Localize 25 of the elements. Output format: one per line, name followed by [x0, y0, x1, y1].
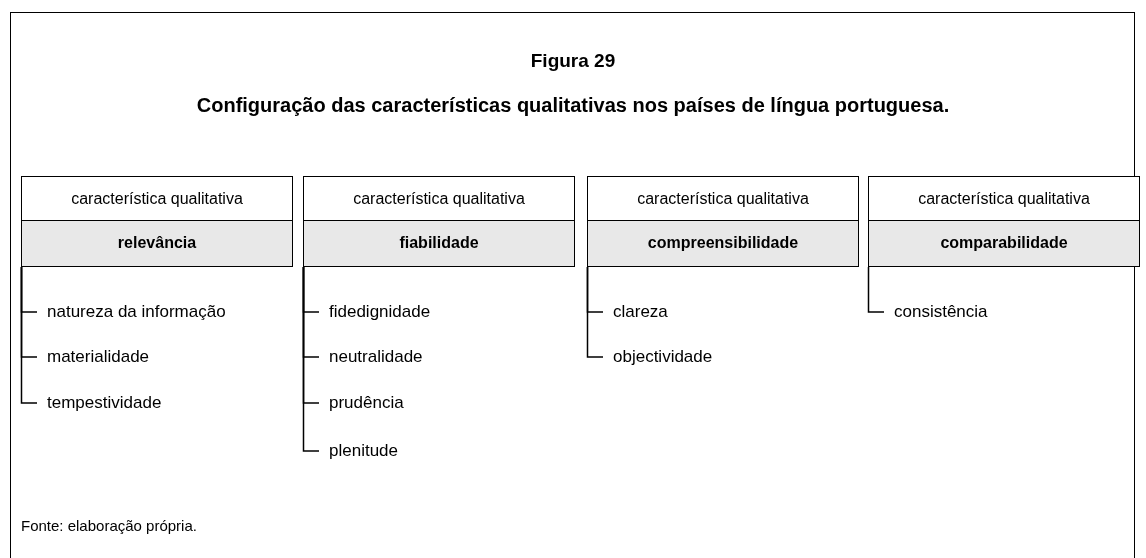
- list-item: fidedignidade: [319, 301, 431, 323]
- header-box: [21, 176, 293, 267]
- tree-connector: [586, 266, 604, 358]
- list-item: tempestividade: [37, 392, 162, 414]
- tree-connector: [20, 266, 38, 404]
- characteristic-name: fiabilidade: [304, 221, 574, 266]
- caption: Fonte: elaboração própria.: [21, 517, 197, 534]
- header-box: [868, 176, 1140, 267]
- characteristic-name: comparabilidade: [869, 221, 1139, 266]
- list-item: plenitude: [319, 440, 398, 462]
- characteristic-name: relevância: [22, 221, 292, 266]
- list-item: clareza: [603, 301, 668, 323]
- list-item: objectividade: [603, 346, 713, 368]
- tree-connector: [302, 266, 320, 452]
- list-item: consistência: [884, 301, 988, 323]
- list-item: materialidade: [37, 346, 150, 368]
- figure-number: Figura 29: [529, 50, 617, 72]
- title: Configuração das características qualitativas nos países de língua portuguesa.: [195, 94, 951, 117]
- list-item: neutralidade: [319, 346, 423, 368]
- list-item: natureza da informação: [37, 301, 226, 323]
- tree-connector: [867, 266, 885, 313]
- characteristic-name: compreensibilidade: [588, 221, 858, 266]
- header-box: [587, 176, 859, 267]
- list-item: prudência: [319, 392, 404, 414]
- header-box: [303, 176, 575, 267]
